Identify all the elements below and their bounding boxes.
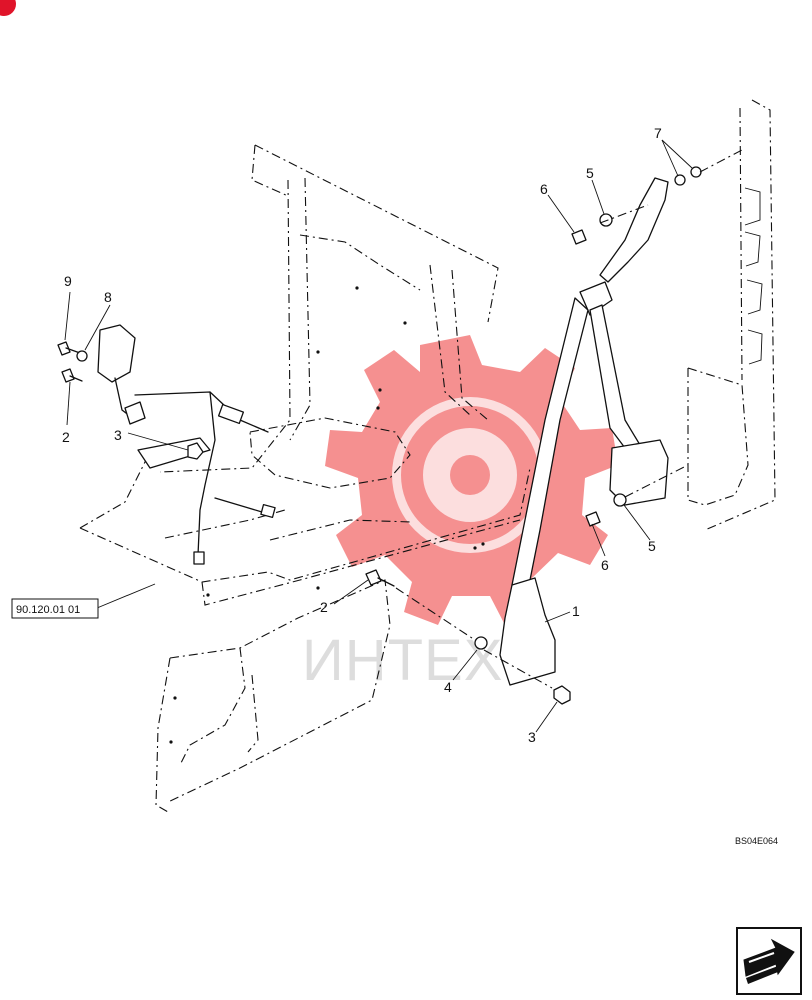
seat-switch-wiring [134, 391, 276, 565]
callout-2-center: 2 [320, 599, 328, 615]
callout-6-top: 6 [540, 181, 548, 197]
left-buckle [97, 324, 146, 425]
right-fasteners [571, 166, 702, 527]
callout-6-right: 6 [601, 557, 609, 573]
center-fasteners [365, 569, 571, 705]
callout-4: 4 [444, 679, 452, 695]
callout-8: 8 [104, 289, 112, 305]
next-page-button[interactable] [736, 927, 802, 995]
reference-link[interactable]: 90.120.01 01 [11, 598, 99, 619]
callout-5-top: 5 [586, 165, 594, 181]
frame-holes [169, 286, 485, 744]
figure-code: BS04E064 [735, 836, 778, 846]
callout-3-bottom: 3 [528, 729, 536, 745]
assembly-lines [395, 149, 743, 689]
seat-frame [79, 144, 531, 813]
next-page-arrow-icon [743, 938, 795, 984]
callout-3-left: 3 [114, 427, 122, 443]
watermark-text: ИНТЕХ [302, 628, 503, 693]
reference-label: 90.120.01 01 [16, 604, 80, 616]
callout-2-left: 2 [62, 429, 70, 445]
corner-badge-icon [0, 0, 16, 16]
callout-7: 7 [654, 125, 662, 141]
callout-1: 1 [572, 603, 580, 619]
callout-leaders [64, 139, 693, 733]
retractor-belt [499, 177, 669, 686]
callout-5-right: 5 [648, 538, 656, 554]
right-post [687, 99, 776, 531]
callout-9: 9 [64, 273, 72, 289]
left-fasteners [57, 341, 204, 460]
watermark-logo: ИНТЕХ [302, 335, 618, 693]
